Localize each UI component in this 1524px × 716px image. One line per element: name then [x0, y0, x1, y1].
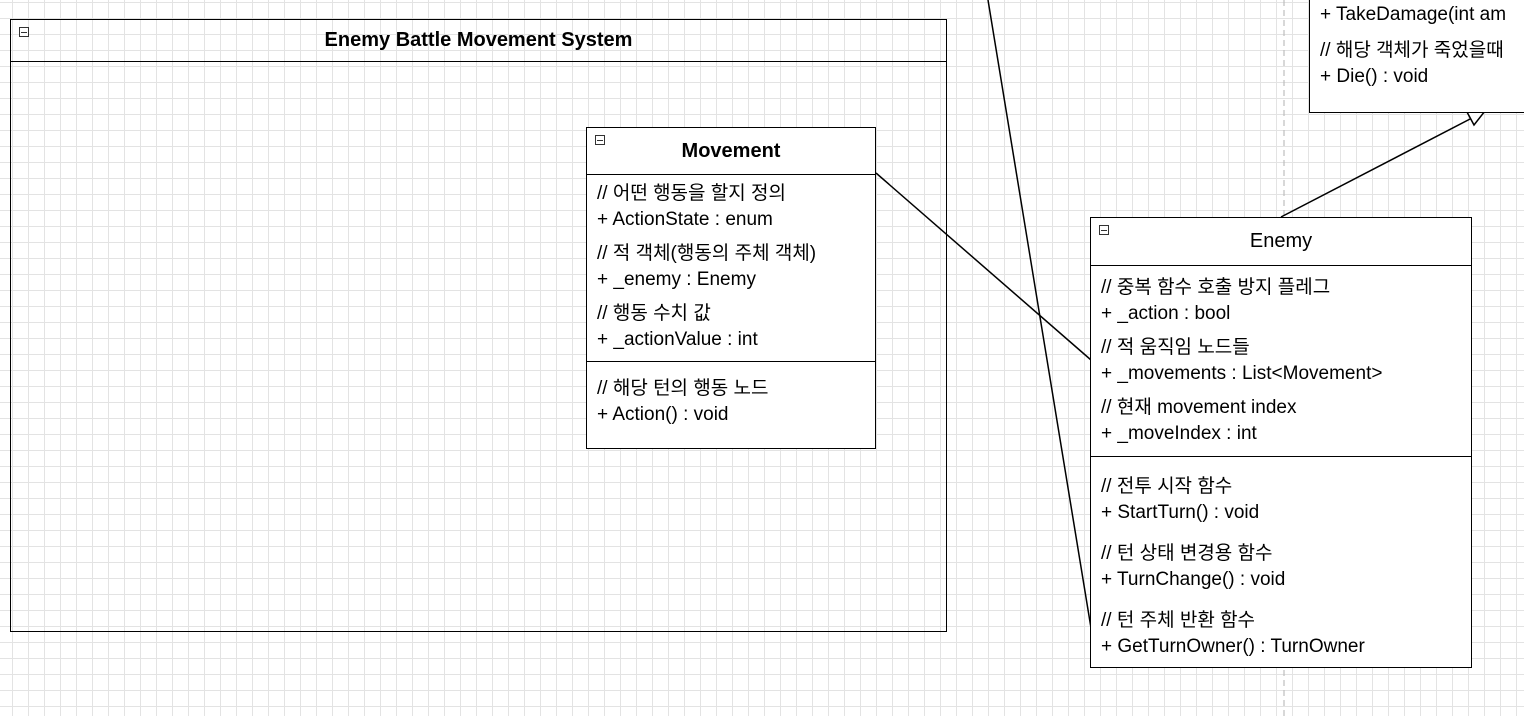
system-container[interactable]: Enemy Battle Movement System: [10, 19, 947, 632]
attribute-member[interactable]: + _actionValue : int: [597, 329, 758, 350]
attribute-comment: // 적 움직임 노드들: [1101, 337, 1250, 358]
inheritance-arrowhead: [1465, 110, 1487, 127]
attribute-comment: // 현재 movement index: [1101, 397, 1297, 418]
enemy-methods: // 전투 시작 함수 + StartTurn() : void // 턴 상태…: [1091, 456, 1471, 668]
attribute-comment: // 행동 수치 값: [597, 303, 711, 324]
parent-methods: + TakeDamage(int am // 해당 객체가 죽었을때 + Die…: [1310, 0, 1524, 98]
attribute-comment: // 적 객체(행동의 주체 객체): [597, 243, 817, 264]
attribute-member[interactable]: + _action : bool: [1101, 303, 1231, 324]
movement-attributes: // 어떤 행동을 할지 정의 + ActionState : enum // …: [587, 175, 875, 361]
system-container-title: Enemy Battle Movement System: [324, 29, 633, 51]
parent-class[interactable]: + TakeDamage(int am // 해당 객체가 죽었을때 + Die…: [1309, 0, 1524, 113]
method-comment: // 해당 객체가 죽었을때: [1320, 40, 1504, 61]
attribute-comment: // 중복 함수 호출 방지 플레그: [1101, 277, 1331, 298]
method-comment: // 턴 주체 반환 함수: [1101, 610, 1256, 631]
attribute-member[interactable]: + _enemy : Enemy: [597, 269, 756, 290]
association-line-top[interactable]: [987, 0, 1092, 629]
system-container-header[interactable]: Enemy Battle Movement System: [11, 20, 946, 62]
enemy-class-title: Enemy: [1249, 230, 1313, 252]
movement-class-header[interactable]: Movement: [587, 128, 875, 175]
method-member[interactable]: + Action() : void: [597, 404, 729, 425]
enemy-class-header[interactable]: Enemy: [1091, 218, 1471, 266]
method-member[interactable]: + Die() : void: [1320, 66, 1429, 87]
attribute-member[interactable]: + ActionState : enum: [597, 209, 773, 230]
method-member[interactable]: + StartTurn() : void: [1101, 502, 1260, 523]
method-comment: // 해당 턴의 행동 노드: [597, 378, 769, 399]
collapse-icon[interactable]: [595, 135, 605, 145]
movement-methods: // 해당 턴의 행동 노드 + Action() : void: [587, 361, 875, 436]
attribute-member[interactable]: + _moveIndex : int: [1101, 423, 1257, 444]
movement-class-title: Movement: [681, 139, 781, 162]
method-member[interactable]: + TakeDamage(int am: [1320, 4, 1507, 25]
method-comment: // 턴 상태 변경용 함수: [1101, 543, 1273, 564]
enemy-class[interactable]: Enemy // 중복 함수 호출 방지 플레그 + _action : boo…: [1090, 217, 1472, 668]
enemy-attributes: // 중복 함수 호출 방지 플레그 + _action : bool // 적…: [1091, 266, 1471, 456]
movement-class[interactable]: Movement // 어떤 행동을 할지 정의 + ActionState :…: [586, 127, 876, 449]
collapse-icon[interactable]: [19, 27, 29, 37]
inheritance-line[interactable]: [1280, 117, 1473, 218]
method-member[interactable]: + TurnChange() : void: [1101, 569, 1286, 590]
method-member[interactable]: + GetTurnOwner() : TurnOwner: [1101, 636, 1365, 657]
method-comment: // 전투 시작 함수: [1101, 476, 1233, 497]
collapse-icon[interactable]: [1099, 225, 1109, 235]
attribute-comment: // 어떤 행동을 할지 정의: [597, 183, 786, 204]
attribute-member[interactable]: + _movements : List<Movement>: [1101, 363, 1383, 384]
